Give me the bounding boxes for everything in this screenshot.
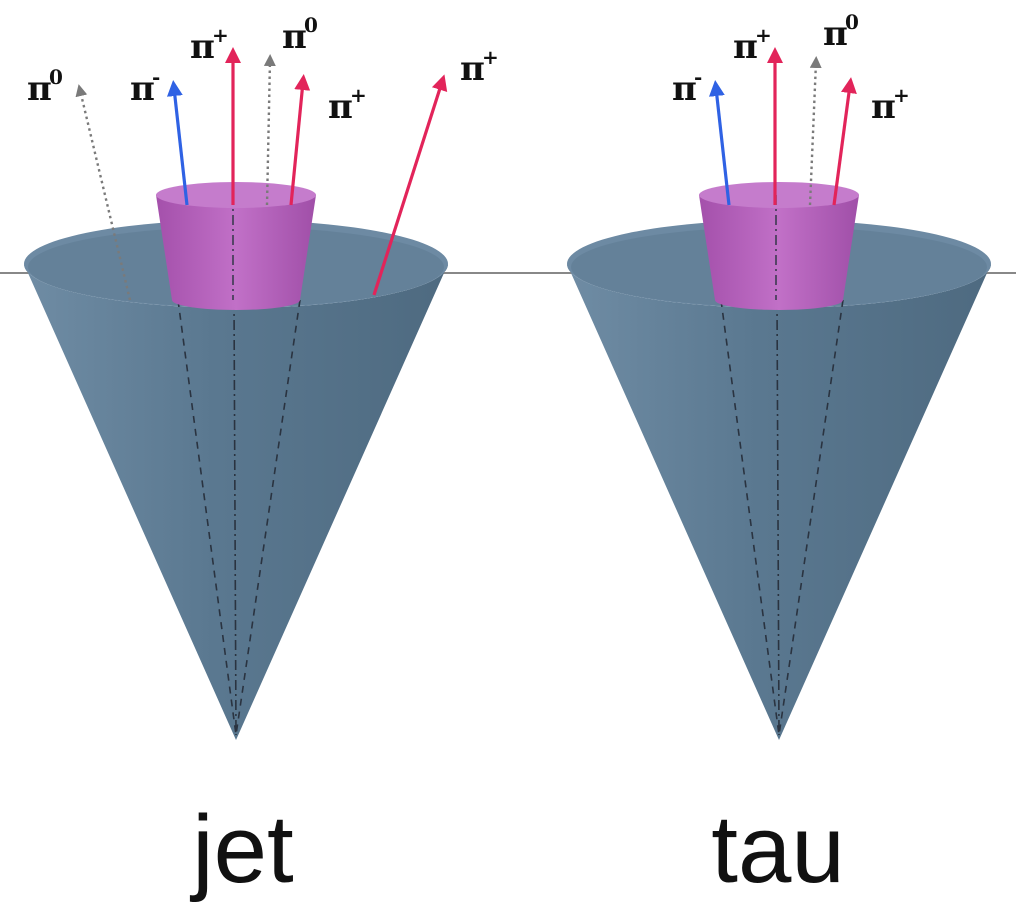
jet-pion-zero-charge: 0	[304, 13, 318, 37]
tau-pion-plus-charge: +	[893, 83, 910, 107]
tau-pion-plus-charge: +	[755, 23, 772, 47]
tau-pion-zero-charge: 0	[845, 10, 859, 34]
jet-pion-minus-charge: -	[152, 65, 160, 89]
tau-core-cone	[699, 195, 859, 310]
jet-caption: jet	[189, 796, 293, 903]
jet-pion-plus-charge: +	[212, 23, 229, 47]
tau-pion-minus-charge: -	[694, 65, 702, 89]
jet-pion-plus-arrow	[291, 82, 303, 205]
jet-pion-plus-charge: +	[482, 45, 499, 69]
jet-pion-plus-charge: +	[350, 83, 367, 107]
jet-core-cone	[156, 195, 316, 310]
tau-diagram: π-π+π0π+	[567, 10, 991, 740]
jet-pion-zero-charge: 0	[49, 65, 63, 89]
tau-caption: tau	[711, 796, 844, 903]
